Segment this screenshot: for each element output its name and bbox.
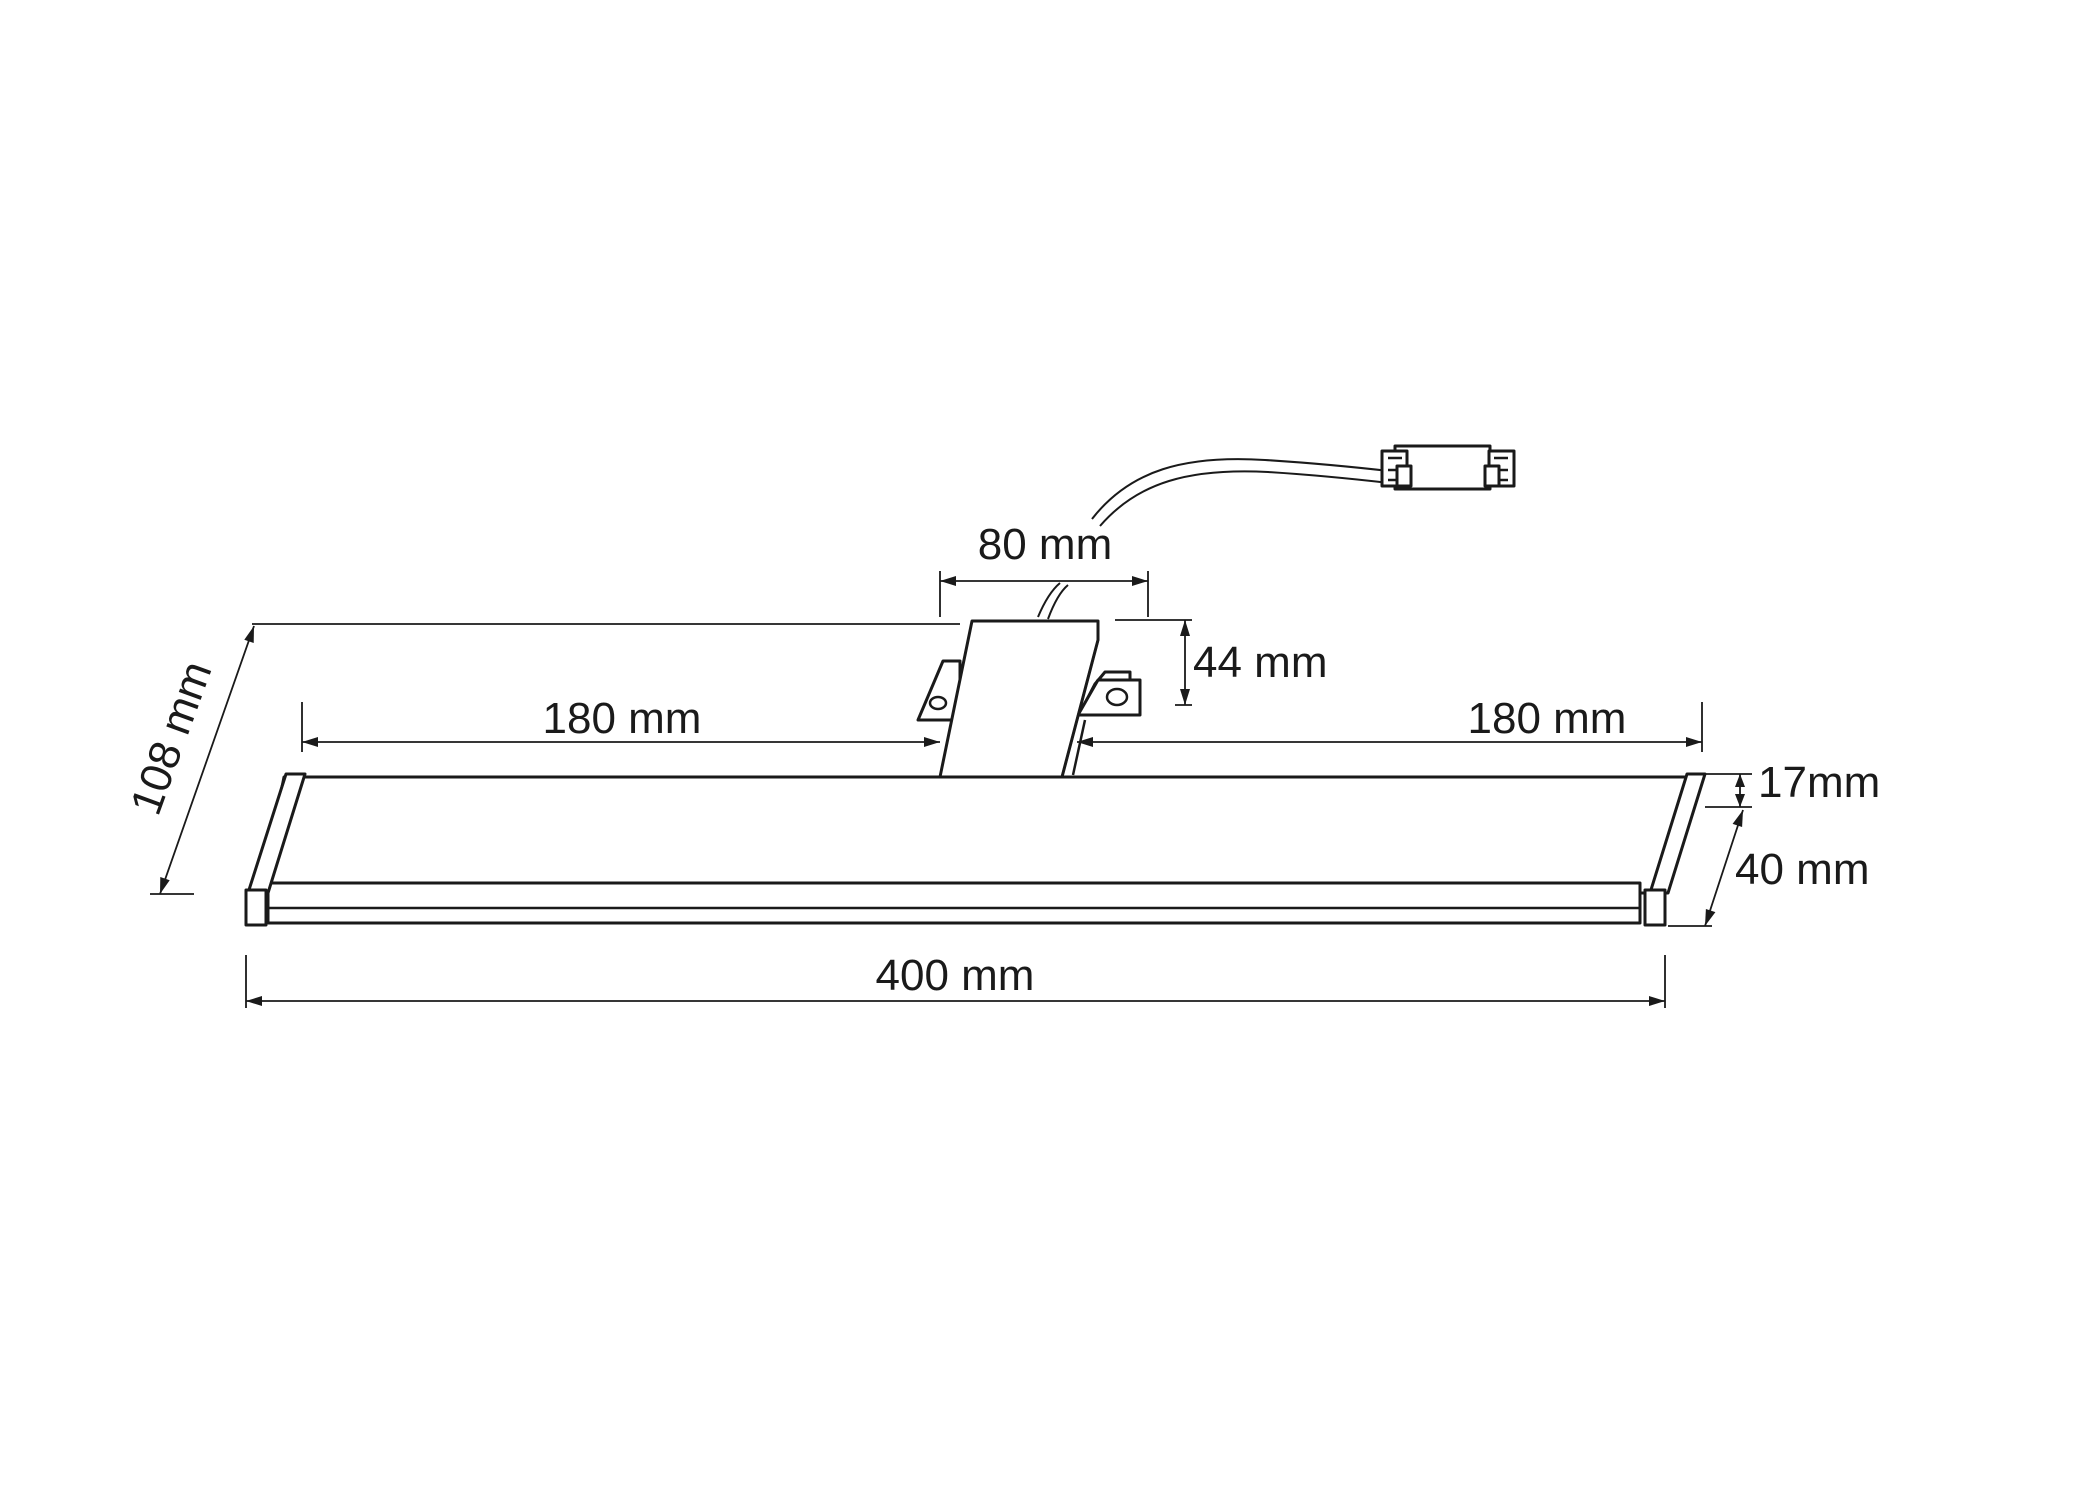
dim-bracket-height [1115, 619, 1192, 706]
dim-profile-depth [1668, 809, 1744, 927]
label-total-length: 400 mm [876, 951, 1035, 1000]
dim-depth [150, 623, 960, 895]
label-width-bracket: 80 mm [978, 520, 1112, 569]
mounting-bracket [916, 619, 1142, 779]
led-bar [244, 772, 1707, 927]
label-profile-depth: 40 mm [1735, 845, 1869, 894]
label-depth: 108 mm [121, 655, 221, 821]
label-bracket-height: 44 mm [1193, 638, 1327, 687]
label-profile-height: 17mm [1758, 758, 1880, 807]
label-arm-left: 180 mm [543, 694, 702, 743]
dim-total-length [245, 955, 1666, 1008]
label-arm-right: 180 mm [1468, 694, 1627, 743]
dim-arm-left [301, 702, 940, 752]
power-cable [1037, 458, 1399, 620]
dim-width-bracket [939, 571, 1149, 617]
connector-block [1380, 444, 1516, 491]
dim-arm-right [1077, 702, 1703, 752]
dim-profile-height [1705, 773, 1752, 808]
